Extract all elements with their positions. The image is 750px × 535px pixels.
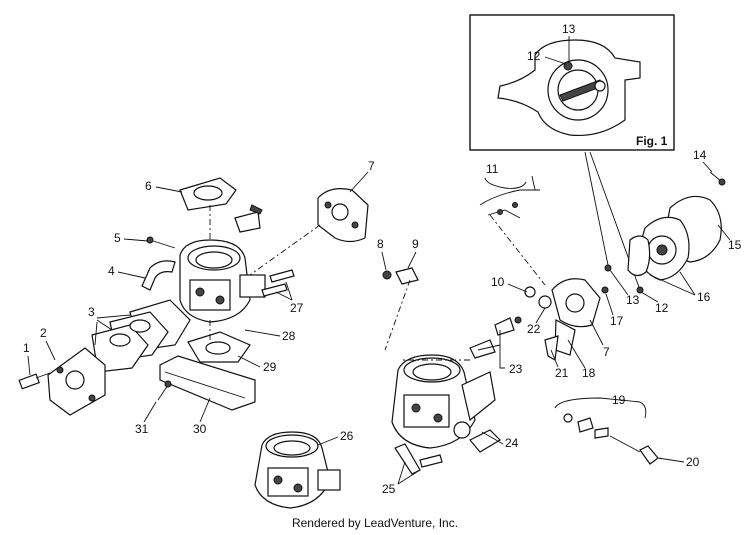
callout-7-upper: 7 <box>368 159 375 173</box>
callout-29: 29 <box>263 360 277 374</box>
callout-28: 28 <box>282 329 296 343</box>
callout-11: 11 <box>486 162 499 176</box>
callout-20: 20 <box>686 455 700 469</box>
callout-5: 5 <box>114 231 121 245</box>
callout-17: 17 <box>610 314 624 328</box>
needle-assembly-19-20 <box>554 397 659 465</box>
callout-numbers: 1 2 3 4 5 6 7 8 9 10 11 12 13 14 15 16 1… <box>23 148 742 496</box>
callout-4: 4 <box>108 264 115 278</box>
footer-credit: Rendered by LeadVenture, Inc. <box>291 516 459 530</box>
callout-12: 12 <box>655 301 669 315</box>
callout-6: 6 <box>145 179 152 193</box>
callout-18: 18 <box>582 366 596 380</box>
callout-14: 14 <box>693 148 707 162</box>
screws-25 <box>394 443 443 475</box>
part-26-carburetor <box>254 431 341 509</box>
callout-25: 25 <box>382 482 396 496</box>
small-screws-12-13-17 <box>601 264 644 294</box>
callout-27: 27 <box>290 301 304 315</box>
parts-8-9 <box>382 267 419 285</box>
callout-8: 8 <box>377 237 384 251</box>
callout-9: 9 <box>412 237 419 251</box>
callout-2: 2 <box>40 326 47 340</box>
callout-10: 10 <box>491 275 505 289</box>
callout-19: 19 <box>612 393 626 407</box>
linkage-11 <box>384 175 546 351</box>
inset-callout-12: 12 <box>527 49 541 63</box>
callout-7-lower: 7 <box>603 345 610 359</box>
callout-1: 1 <box>23 341 30 355</box>
callout-24: 24 <box>505 436 519 450</box>
part-2-pump-cover <box>47 347 106 416</box>
callout-21: 21 <box>555 366 569 380</box>
callout-31: 31 <box>135 422 149 436</box>
lower-left-parts <box>157 320 256 411</box>
inset-callout-13: 13 <box>562 22 576 36</box>
callout-15: 15 <box>728 238 742 252</box>
callout-22: 22 <box>527 322 541 336</box>
left-carburetor-assembly <box>141 177 295 323</box>
parts-14-15-16 <box>627 171 726 281</box>
callout-16: 16 <box>697 290 711 304</box>
fig1-inset: 12 13 Fig. 1 <box>469 14 675 151</box>
gaskets-3 <box>91 299 191 373</box>
fig1-caption: Fig. 1 <box>636 134 668 148</box>
right-carburetor-assembly <box>391 354 501 453</box>
callout-23: 23 <box>509 362 523 376</box>
part-7-upper <box>317 188 369 243</box>
part-1-screw <box>18 372 51 390</box>
callout-13: 13 <box>626 293 640 307</box>
callout-3: 3 <box>88 305 95 319</box>
callout-30: 30 <box>193 422 207 436</box>
callout-26: 26 <box>340 429 354 443</box>
